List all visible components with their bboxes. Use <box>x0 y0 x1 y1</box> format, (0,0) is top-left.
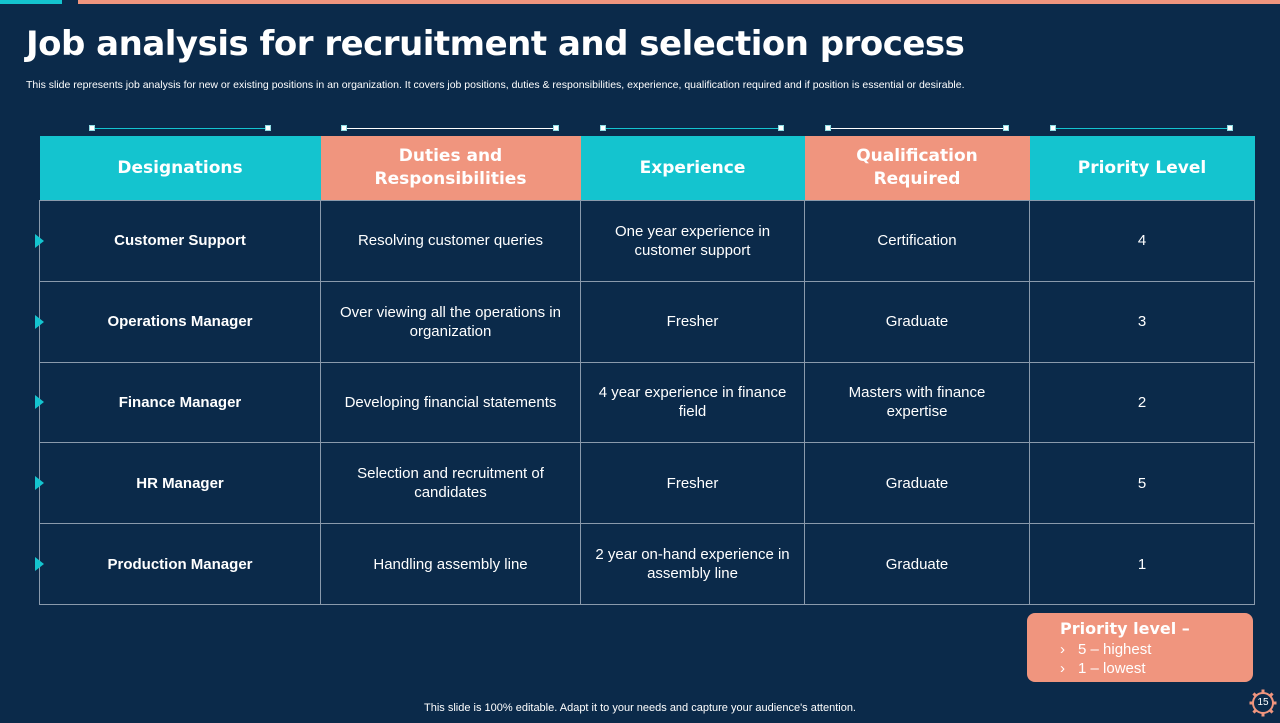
cell-designation: Production Manager <box>35 523 321 605</box>
header-qualification: Qualification Required <box>804 136 1030 201</box>
footer-note: This slide is 100% editable. Adapt it to… <box>424 702 856 714</box>
header-duties: Duties and Responsibilities <box>320 136 581 201</box>
cell-designation: HR Manager <box>35 442 321 525</box>
cell-designation: Customer Support <box>35 200 321 282</box>
cell-duties: Handling assembly line <box>320 523 581 605</box>
row-marker-icon <box>35 557 44 572</box>
cell-experience: Fresher <box>580 280 805 363</box>
legend-title: Priority level – <box>1060 619 1190 638</box>
header-connector <box>89 125 271 133</box>
chevron-right-icon: › <box>1060 641 1065 658</box>
job-analysis-table: Designations Duties and Responsibilities… <box>35 136 1255 605</box>
table-row: Finance Manager Developing financial sta… <box>35 361 1255 444</box>
cell-qualification: Masters with finance expertise <box>804 361 1030 444</box>
header-connector <box>600 125 784 133</box>
cell-qualification: Graduate <box>804 523 1030 605</box>
row-marker-icon <box>35 395 44 410</box>
cell-designation: Finance Manager <box>35 361 321 444</box>
designation-text: Operations Manager <box>107 313 253 331</box>
designation-text: HR Manager <box>136 474 224 492</box>
cell-priority: 3 <box>1029 280 1255 363</box>
top-accent-teal <box>0 0 62 4</box>
legend-item: › 5 – highest <box>1060 641 1151 658</box>
cell-priority: 5 <box>1029 442 1255 525</box>
cell-experience: 4 year experience in finance field <box>580 361 805 444</box>
cell-priority: 4 <box>1029 200 1255 282</box>
row-marker-icon <box>35 476 44 491</box>
designation-text: Customer Support <box>114 232 246 250</box>
header-connector <box>1050 125 1233 133</box>
priority-legend: Priority level – › 5 – highest › 1 – lowes… <box>1027 613 1253 682</box>
cell-duties: Over viewing all the operations in organ… <box>320 280 581 363</box>
cell-duties: Developing financial statements <box>320 361 581 444</box>
page-number-badge: 15 <box>1248 688 1278 718</box>
header-designations: Designations <box>39 136 321 201</box>
row-marker-icon <box>35 233 44 248</box>
cell-duties: Selection and recruitment of candidates <box>320 442 581 525</box>
header-experience: Experience <box>580 136 805 201</box>
top-accent-salmon <box>78 0 1280 4</box>
slide-subtitle: This slide represents job analysis for n… <box>26 79 965 91</box>
table-row: HR Manager Selection and recruitment of … <box>35 442 1255 525</box>
header-priority: Priority Level <box>1029 136 1255 201</box>
header-connector <box>341 125 559 133</box>
chevron-right-icon: › <box>1060 660 1065 677</box>
cell-experience: One year experience in customer support <box>580 200 805 282</box>
table-header-row: Designations Duties and Responsibilities… <box>39 136 1255 201</box>
cell-experience: 2 year on-hand experience in assembly li… <box>580 523 805 605</box>
page-number: 15 <box>1257 697 1269 708</box>
cell-qualification: Certification <box>804 200 1030 282</box>
designation-text: Finance Manager <box>118 393 242 411</box>
table-row: Customer Support Resolving customer quer… <box>35 200 1255 282</box>
legend-item-text: 5 – highest <box>1078 641 1152 658</box>
slide-title: Job analysis for recruitment and selecti… <box>26 24 965 64</box>
cell-priority: 2 <box>1029 361 1255 444</box>
legend-item: › 1 – lowest <box>1060 660 1146 677</box>
cell-qualification: Graduate <box>804 442 1030 525</box>
cell-qualification: Graduate <box>804 280 1030 363</box>
cell-duties: Resolving customer queries <box>320 200 581 282</box>
cell-experience: Fresher <box>580 442 805 525</box>
row-marker-icon <box>35 314 44 329</box>
table-row: Operations Manager Over viewing all the … <box>35 280 1255 363</box>
designation-text: Production Manager <box>107 555 253 573</box>
gear-icon <box>1249 689 1277 717</box>
cell-priority: 1 <box>1029 523 1255 605</box>
cell-designation: Operations Manager <box>35 280 321 363</box>
header-connector <box>825 125 1009 133</box>
table-row: Production Manager Handling assembly lin… <box>35 523 1255 605</box>
legend-item-text: 1 – lowest <box>1078 660 1146 677</box>
